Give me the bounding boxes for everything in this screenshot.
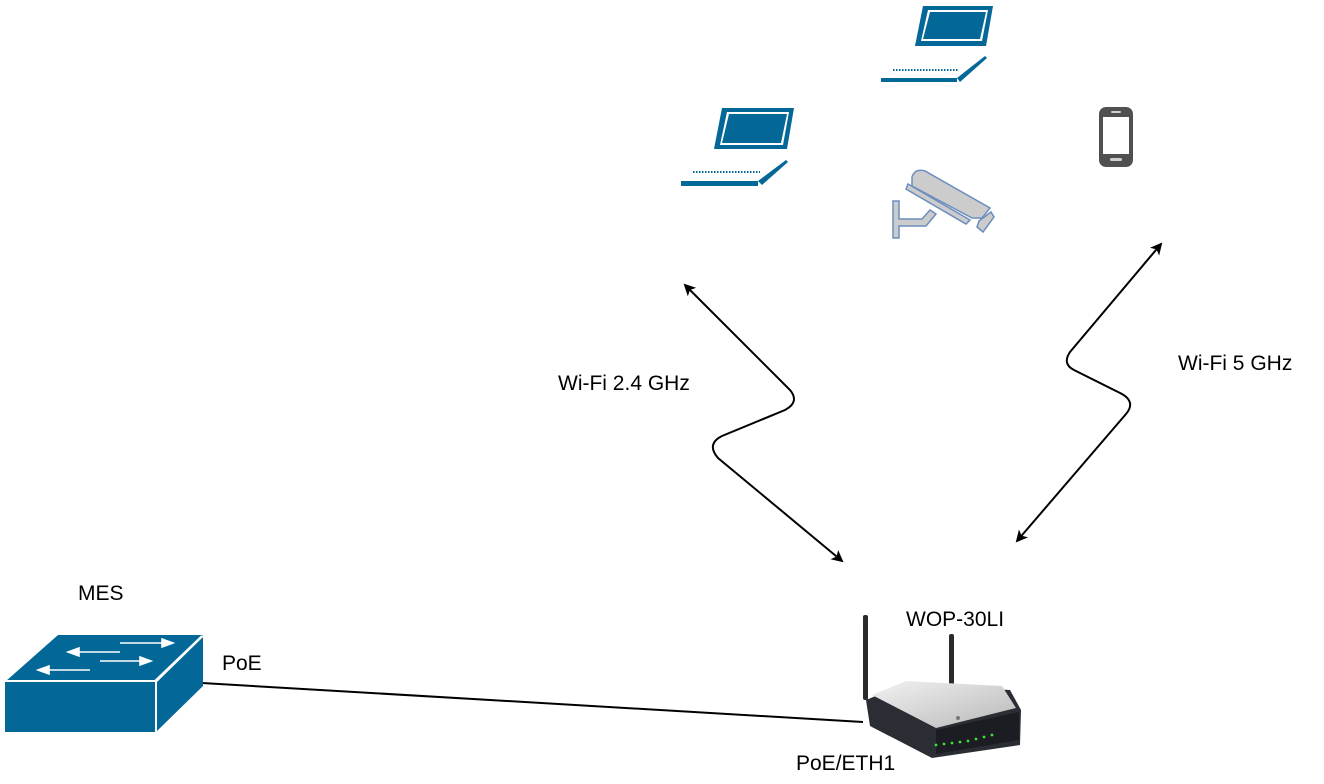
security-camera-icon[interactable] (892, 169, 995, 239)
wifi-5-link[interactable] (1015, 242, 1163, 543)
network-switch-icon[interactable] (5, 635, 203, 732)
wifi-24-label: Wi-Fi 2.4 GHz (558, 372, 690, 395)
wop-label: WOP-30LI (906, 608, 1005, 631)
wireless-router-icon[interactable] (863, 615, 1021, 758)
poe-label: PoE (222, 652, 262, 675)
wifi-24-link[interactable] (683, 283, 844, 563)
mes-label: MES (78, 582, 124, 605)
poe-cable[interactable] (201, 682, 864, 723)
laptop-icon[interactable] (881, 6, 993, 82)
wifi-5-label: Wi-Fi 5 GHz (1178, 352, 1293, 375)
smartphone-icon[interactable] (1099, 107, 1133, 167)
port-label: PoE/ETH1 (796, 752, 896, 775)
laptop-icon[interactable] (681, 108, 794, 186)
